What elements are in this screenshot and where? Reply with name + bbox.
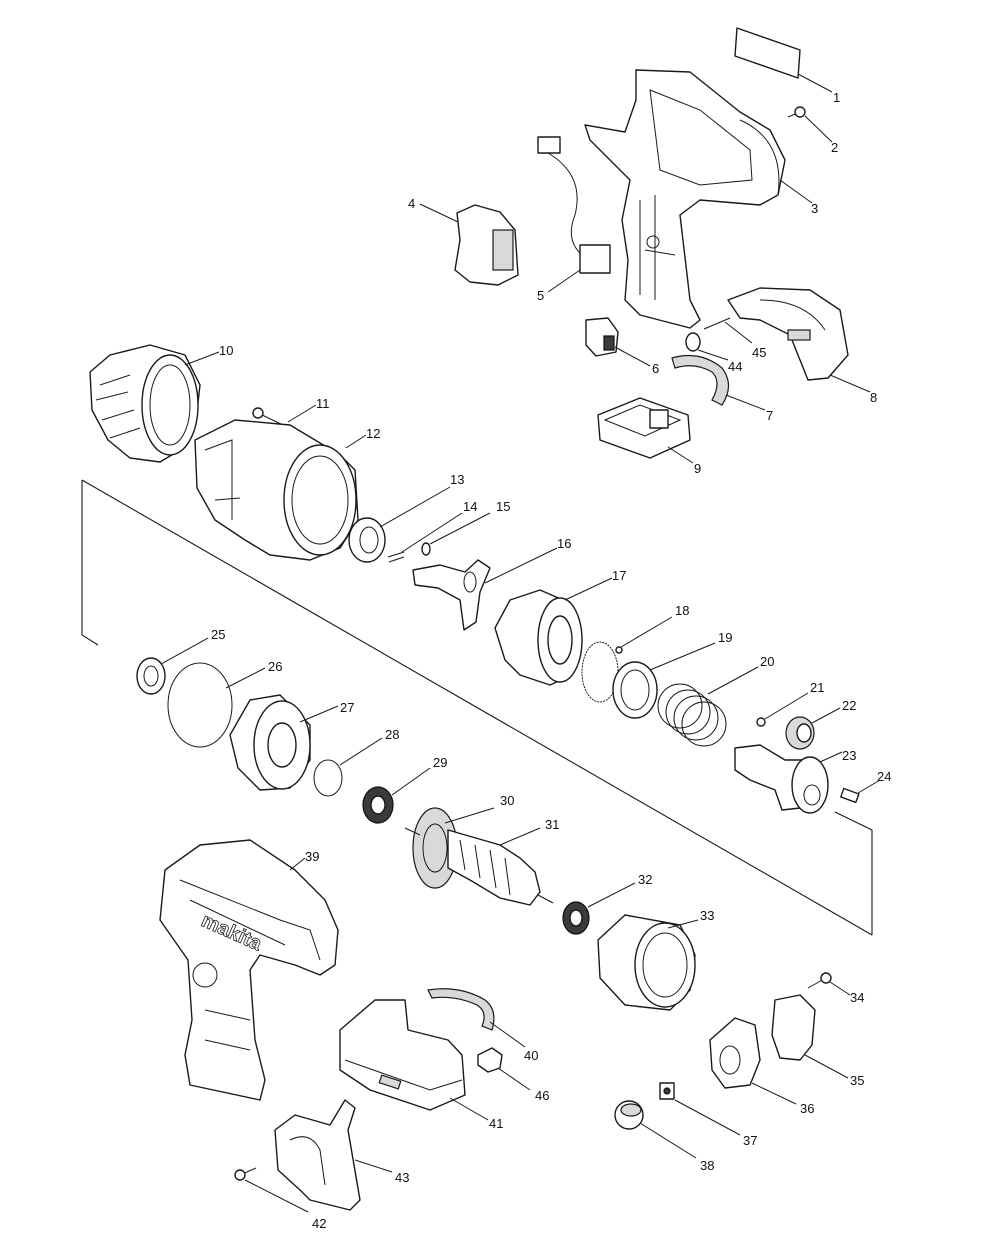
callout-20: 20 (760, 654, 774, 669)
part-45-pin[interactable]: 45 (703, 317, 766, 360)
callout-17: 17 (612, 568, 626, 583)
callout-42: 42 (312, 1216, 326, 1231)
callout-37: 37 (743, 1133, 757, 1148)
callout-4: 4 (408, 196, 415, 211)
callout-6: 6 (652, 361, 659, 376)
callout-7: 7 (766, 408, 773, 423)
callout-46: 46 (535, 1088, 549, 1103)
callout-2: 2 (831, 140, 838, 155)
part-46-block[interactable]: 46 (477, 1047, 549, 1103)
part-38-cap[interactable]: 38 (614, 1100, 714, 1173)
callout-40: 40 (524, 1048, 538, 1063)
callout-29: 29 (433, 755, 447, 770)
callout-27: 27 (340, 700, 354, 715)
part-9-controller[interactable]: 9 (597, 397, 701, 476)
callout-15: 15 (496, 499, 510, 514)
callout-26: 26 (268, 659, 282, 674)
callout-11: 11 (316, 396, 330, 411)
part-28-o-ring[interactable]: 28 (313, 727, 399, 797)
callout-1: 1 (833, 90, 840, 105)
part-13-washer[interactable]: 13 (348, 472, 464, 563)
callout-39: 39 (305, 849, 319, 864)
part-3-housing-right[interactable]: 3 (584, 69, 818, 329)
part-21-steel-ball[interactable]: 21 (756, 680, 824, 727)
callout-45: 45 (752, 345, 766, 360)
callout-10: 10 (219, 343, 233, 358)
callout-13: 13 (450, 472, 464, 487)
part-25-washer[interactable]: 25 (136, 627, 225, 695)
callout-33: 33 (700, 908, 714, 923)
callout-5: 5 (537, 288, 544, 303)
callout-30: 30 (500, 793, 514, 808)
part-16-spindle[interactable]: 16 (412, 536, 571, 631)
callout-28: 28 (385, 727, 399, 742)
callout-3: 3 (811, 201, 818, 216)
part-23-spindle-carrier[interactable]: 23 (734, 744, 856, 814)
callout-31: 31 (545, 817, 559, 832)
callout-16: 16 (557, 536, 571, 551)
callout-19: 19 (718, 630, 732, 645)
callout-12: 12 (366, 426, 380, 441)
part-4-switch[interactable]: 4 (408, 196, 519, 286)
part-44-sleeve[interactable]: 44 (685, 332, 742, 374)
part-37-fitting[interactable]: 37 (659, 1082, 757, 1148)
callout-25: 25 (211, 627, 225, 642)
callout-32: 32 (638, 872, 652, 887)
callout-14: 14 (463, 499, 477, 514)
callout-18: 18 (675, 603, 689, 618)
part-36-brush-holder[interactable]: 36 (709, 1017, 814, 1116)
part-43-belt-hook[interactable]: 43 (274, 1099, 409, 1211)
part-5-wire-terminal[interactable]: 5 (537, 136, 611, 303)
part-29-ball-bearing[interactable]: 29 (362, 755, 447, 824)
callout-44: 44 (728, 359, 742, 374)
part-19-flat-washer[interactable]: 19 (612, 630, 732, 719)
part-31-armature[interactable]: 31 (447, 817, 559, 906)
part-33-stator[interactable]: 33 (597, 908, 714, 1011)
callout-36: 36 (800, 1101, 814, 1116)
part-24-pin[interactable]: 24 (840, 769, 892, 804)
part-12-gear-housing[interactable]: 12 (194, 419, 380, 561)
part-34-screw[interactable]: 34 (807, 972, 864, 1005)
callout-43: 43 (395, 1170, 409, 1185)
callout-35: 35 (850, 1073, 864, 1088)
part-20-compression-spring[interactable]: 20 (657, 654, 774, 747)
part-26-o-ring[interactable]: 26 (167, 659, 282, 748)
part-42-screw[interactable]: 42 (234, 1167, 326, 1231)
part-30-fan[interactable]: 30 (404, 793, 514, 889)
part-32-ball-bearing[interactable]: 32 (562, 872, 652, 935)
part-2-screw[interactable]: 2 (787, 106, 838, 155)
callout-23: 23 (842, 748, 856, 763)
callout-22: 22 (842, 698, 856, 713)
part-10-chuck-sleeve[interactable]: 10 (89, 343, 233, 463)
callout-21: 21 (810, 680, 824, 695)
callout-41: 41 (489, 1116, 503, 1131)
callout-38: 38 (700, 1158, 714, 1173)
callout-34: 34 (850, 990, 864, 1005)
part-15-pin[interactable]: 15 (421, 499, 510, 556)
part-14-clip[interactable]: 14 (387, 499, 477, 563)
part-27-internal-gear[interactable]: 27 (229, 694, 354, 791)
part-35-brush-holder[interactable]: 35 (771, 994, 864, 1088)
callout-8: 8 (870, 390, 877, 405)
callout-24: 24 (877, 769, 891, 784)
callout-9: 9 (694, 461, 701, 476)
part-17-hammer[interactable]: 17 (494, 568, 626, 686)
part-8-battery-holder[interactable]: 8 (727, 287, 877, 405)
part-6-switch-lever[interactable]: 6 (585, 317, 659, 376)
assembly-group-lines (81, 479, 873, 936)
part-39-housing-left[interactable]: makita 39 (159, 839, 339, 1101)
part-40-spring-strap[interactable]: 40 (427, 988, 538, 1063)
part-1-label[interactable]: 1 (734, 27, 840, 105)
part-7-spring-strap[interactable]: 7 (671, 355, 773, 423)
part-41-battery-holder[interactable]: 41 (339, 999, 503, 1131)
part-22-spur-gear[interactable]: 22 (785, 698, 856, 750)
